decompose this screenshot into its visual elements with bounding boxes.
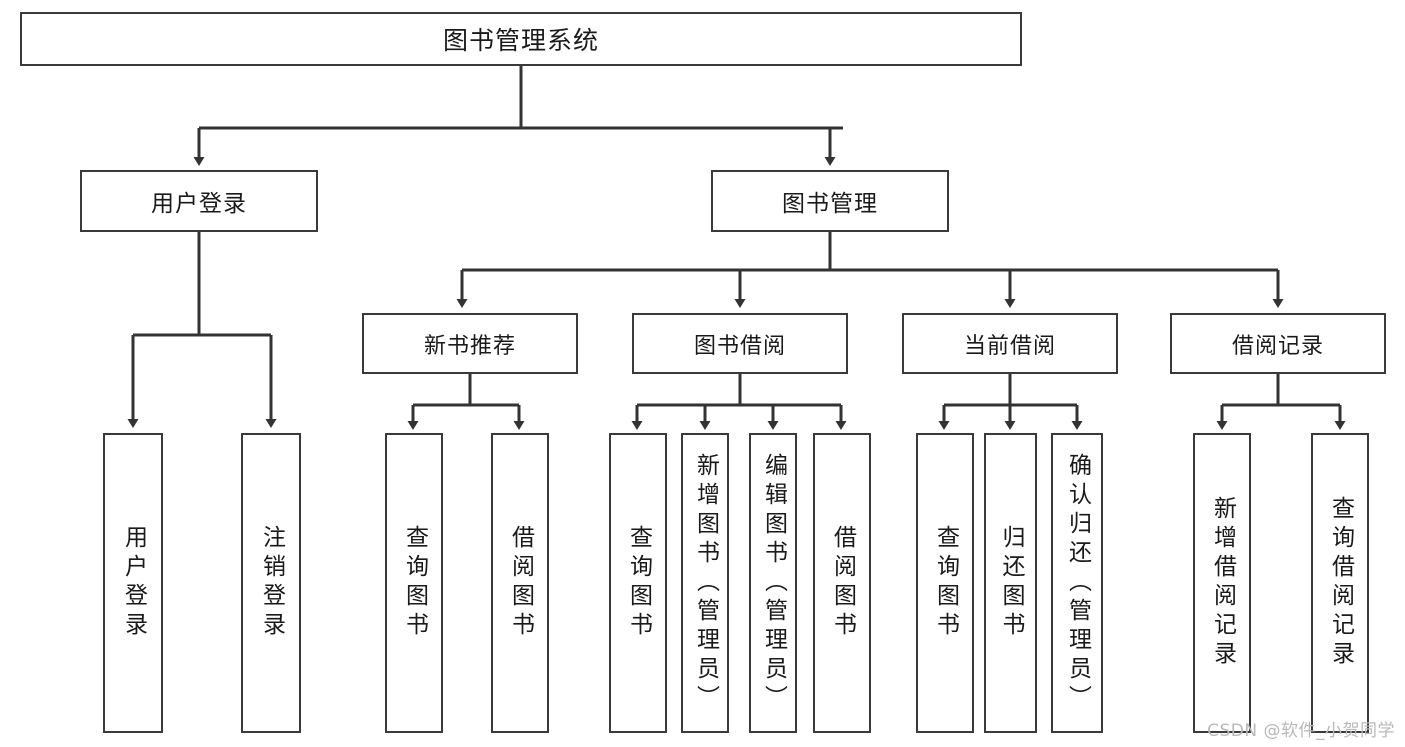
node-book-borrow-label: 图书借阅 xyxy=(693,333,786,359)
node-book-management[interactable]: 图书管理 xyxy=(711,170,949,232)
leaf-user-login-signout[interactable]: 注销登录 xyxy=(241,433,301,733)
node-book-borrow[interactable]: 图书借阅 xyxy=(632,313,848,374)
leaf-borrow-borrow-book-label: 借阅图书 xyxy=(829,525,856,641)
leaf-user-login-signout-label: 注销登录 xyxy=(258,525,285,641)
leaf-current-confirm-return[interactable]: 确认归还（管理员） xyxy=(1051,433,1103,733)
leaf-user-login-signin[interactable]: 用户登录 xyxy=(103,433,163,733)
leaf-borrow-query-book-label: 查询图书 xyxy=(625,525,652,641)
node-new-book-recommend-label: 新书推荐 xyxy=(423,333,516,359)
leaf-new-book-borrow[interactable]: 借阅图书 xyxy=(491,433,549,733)
node-borrow-record[interactable]: 借阅记录 xyxy=(1170,313,1386,374)
leaf-borrow-edit-book[interactable]: 编辑图书（管理员） xyxy=(749,433,797,733)
leaf-new-book-borrow-label: 借阅图书 xyxy=(507,525,534,641)
node-current-borrow[interactable]: 当前借阅 xyxy=(902,313,1118,374)
leaf-current-return-book[interactable]: 归还图书 xyxy=(984,433,1037,733)
node-root-label: 图书管理系统 xyxy=(442,26,599,55)
node-user-login[interactable]: 用户登录 xyxy=(80,170,318,232)
node-root[interactable]: 图书管理系统 xyxy=(20,12,1022,66)
node-borrow-record-label: 借阅记录 xyxy=(1231,333,1324,359)
leaf-record-query[interactable]: 查询借阅记录 xyxy=(1311,433,1369,733)
leaf-borrow-edit-book-label: 编辑图书（管理员） xyxy=(760,452,787,714)
node-current-borrow-label: 当前借阅 xyxy=(963,333,1056,359)
leaf-current-query-book-label: 查询图书 xyxy=(932,525,959,641)
leaf-current-query-book[interactable]: 查询图书 xyxy=(916,433,974,733)
leaf-current-return-book-label: 归还图书 xyxy=(998,525,1024,641)
leaf-new-book-query[interactable]: 查询图书 xyxy=(385,433,443,733)
leaf-record-query-label: 查询借阅记录 xyxy=(1327,496,1354,670)
leaf-borrow-borrow-book[interactable]: 借阅图书 xyxy=(813,433,871,733)
leaf-record-add[interactable]: 新增借阅记录 xyxy=(1193,433,1251,733)
leaf-borrow-query-book[interactable]: 查询图书 xyxy=(609,433,667,733)
node-new-book-recommend[interactable]: 新书推荐 xyxy=(362,313,578,374)
leaf-borrow-add-book-label: 新增图书（管理员） xyxy=(692,452,719,714)
leaf-borrow-add-book[interactable]: 新增图书（管理员） xyxy=(681,433,729,733)
node-user-login-label: 用户登录 xyxy=(151,191,247,217)
leaf-user-login-signin-label: 用户登录 xyxy=(120,525,147,641)
leaf-record-add-label: 新增借阅记录 xyxy=(1209,496,1236,670)
node-book-management-label: 图书管理 xyxy=(782,191,878,217)
leaf-new-book-query-label: 查询图书 xyxy=(401,525,428,641)
watermark: CSDN @软件_小贺同学 xyxy=(1207,721,1395,741)
leaf-current-confirm-return-label: 确认归还（管理员） xyxy=(1064,452,1091,714)
